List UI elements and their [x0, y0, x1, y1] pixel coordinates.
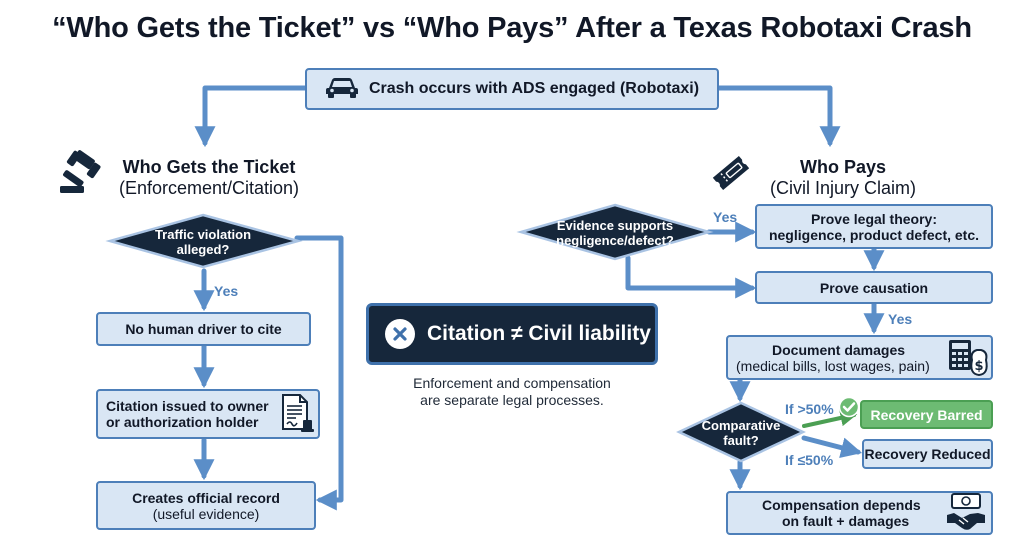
arrow-fault-high: [802, 409, 858, 428]
x-circle-icon: [385, 319, 415, 349]
heading-who-gets-ticket: Who Gets the Ticket (Enforcement/Citatio…: [104, 157, 314, 199]
decision-traffic-violation-label: Traffic violation alleged?: [123, 227, 283, 257]
yes-label-causation: Yes: [888, 311, 913, 327]
recovery-reduced-label: Recovery Reduced: [864, 446, 991, 462]
callout-label: Citation ≠ Civil liability: [427, 322, 651, 345]
car-icon: [325, 75, 359, 103]
prove-causation-label: Prove causation: [819, 279, 929, 296]
citation-issued-line1: Citation issued to owner: [106, 398, 269, 414]
callout-citation-not-liability: Citation ≠ Civil liability: [366, 303, 658, 365]
prove-legal-theory-line2: negligence, product defect, etc.: [768, 226, 980, 243]
node-no-human-driver: No human driver to cite: [96, 312, 311, 346]
node-crash-occurs: Crash occurs with ADS engaged (Robotaxi): [305, 68, 719, 110]
node-official-record: Creates official record (useful evidence…: [96, 481, 316, 530]
decision-fault-line1: Comparative: [701, 418, 781, 433]
yes-label-evidence: Yes: [713, 209, 738, 225]
document-icon: [280, 393, 314, 438]
decision-comparative-fault-label: Comparative fault?: [681, 418, 801, 448]
recovery-barred-label: Recovery Barred: [870, 406, 983, 423]
heading-who-pays-title: Who Pays: [799, 157, 887, 177]
note-line1: Enforcement and compensation: [413, 375, 611, 391]
gavel-icon: [60, 150, 106, 199]
official-record-line2: (useful evidence): [152, 505, 260, 522]
compensation-line1: Compensation depends: [762, 497, 921, 513]
node-document-damages: Document damages (medical bills, lost wa…: [726, 335, 993, 380]
decision-evidence-label: Evidence supports negligence/defect?: [535, 218, 695, 248]
no-human-driver-label: No human driver to cite: [125, 321, 282, 337]
arrow-top-to-right: [715, 85, 841, 148]
official-record-line1: Creates official record: [132, 489, 280, 506]
calculator-money-icon: $: [948, 338, 990, 383]
crash-occurs-label: Crash occurs with ADS engaged (Robotaxi): [368, 80, 700, 97]
decision-evidence-line1: Evidence supports: [556, 218, 674, 233]
node-prove-legal-theory: Prove legal theory: negligence, product …: [755, 204, 993, 249]
citation-issued-line2: or authorization holder: [106, 414, 259, 430]
separate-processes-note: Enforcement and compensation are separat…: [360, 375, 664, 409]
document-damages-line2: (medical bills, lost wages, pain): [736, 357, 930, 374]
condition-greater-50: If >50%: [785, 401, 834, 417]
check-circle-icon: [838, 396, 860, 423]
svg-text:$: $: [974, 359, 983, 374]
decision-traffic-violation: [105, 213, 303, 269]
ticket-icon: [710, 152, 752, 199]
decision-comparative-fault: [676, 401, 806, 463]
result-recovery-barred: Recovery Barred: [860, 400, 993, 429]
result-recovery-reduced: Recovery Reduced: [862, 439, 993, 469]
arrow-fault-low: [801, 435, 863, 458]
heading-who-pays: Who Pays (Civil Injury Claim): [748, 157, 938, 199]
node-prove-causation: Prove causation: [755, 271, 993, 304]
page-title: “Who Gets the Ticket” vs “Who Pays” Afte…: [52, 12, 972, 44]
decision-traffic-line1: Traffic violation: [154, 227, 252, 242]
decision-evidence-line2: negligence/defect?: [556, 233, 674, 248]
node-compensation: Compensation depends on fault + damages: [726, 491, 993, 535]
arrow-top-to-left: [194, 85, 308, 148]
condition-less-equal-50: If ≤50%: [785, 452, 834, 468]
prove-legal-theory-line1: Prove legal theory:: [810, 210, 938, 227]
note-line2: are separate legal processes.: [420, 392, 604, 408]
arrow-evidence-to-causation: [625, 255, 757, 299]
compensation-line2: on fault + damages: [782, 513, 910, 529]
cash-handshake-icon: [944, 493, 988, 538]
heading-who-gets-ticket-subtitle: (Enforcement/Citation): [118, 178, 300, 198]
decision-traffic-line2: alleged?: [176, 242, 230, 257]
arrow-decision-bypass: [294, 235, 344, 511]
heading-who-gets-ticket-title: Who Gets the Ticket: [122, 157, 296, 177]
document-damages-line1: Document damages: [772, 341, 906, 358]
decision-fault-line2: fault?: [723, 433, 759, 448]
yes-label-left: Yes: [214, 283, 239, 299]
decision-evidence: [516, 203, 714, 261]
heading-who-pays-subtitle: (Civil Injury Claim): [769, 178, 916, 198]
